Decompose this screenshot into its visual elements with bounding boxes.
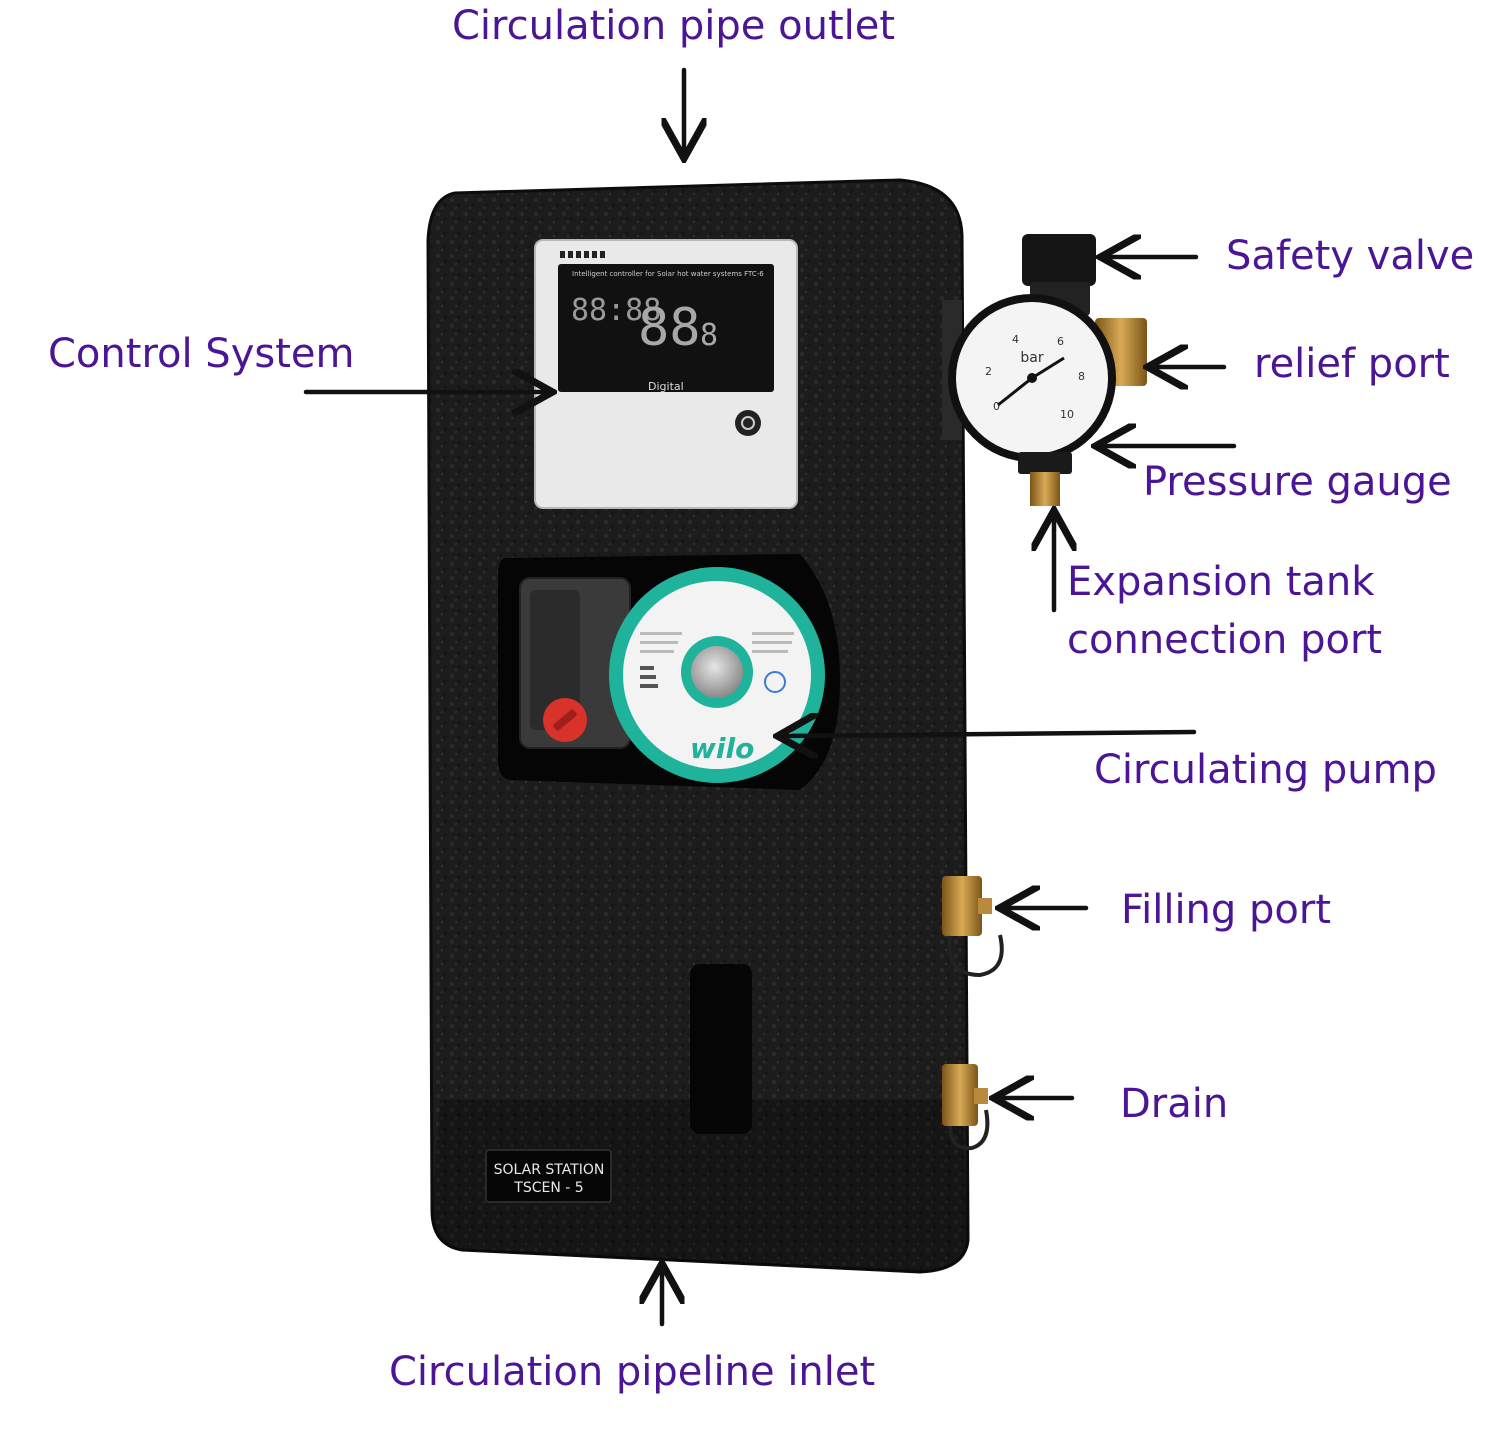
nameplate: SOLAR STATION TSCEN - 5 (485, 1149, 612, 1203)
label-pressure-gauge: Pressure gauge (1143, 459, 1452, 505)
label-expansion-tank-line1: Expansion tank (1067, 559, 1375, 605)
gauge-tick-6: 6 (1057, 335, 1064, 348)
pump-head: wilo (609, 567, 825, 783)
expansion-tank-fitting (1018, 452, 1072, 506)
pump-window: wilo (498, 554, 840, 790)
label-circulating-pump: Circulating pump (1094, 747, 1437, 793)
controller-digits-small: 88:88 (571, 293, 661, 328)
controller-led-strip (560, 251, 605, 258)
label-drain: Drain (1120, 1081, 1229, 1127)
gauge-tick-0: 0 (993, 400, 1000, 413)
filling-port-fitting (942, 876, 1004, 978)
pressure-gauge-dial: bar 0 2 4 6 8 10 (948, 294, 1116, 462)
controller-brand: Digital (648, 380, 684, 393)
pump-brand: wilo (690, 732, 754, 765)
label-relief-port: relief port (1254, 341, 1450, 387)
controller-digits-big: 88 (638, 298, 701, 358)
drain-fitting (942, 1064, 990, 1151)
controller-digit-single: 8 (700, 318, 718, 353)
label-filling-port: Filling port (1121, 887, 1331, 933)
gauge-tick-8: 8 (1078, 370, 1085, 383)
gauge-tick-10: 10 (1060, 408, 1074, 421)
lower-slot (690, 964, 752, 1134)
controller-unit: Intelligent controller for Solar hot wat… (534, 239, 798, 509)
controller-caption: Intelligent controller for Solar hot wat… (572, 270, 764, 278)
power-button-icon (735, 410, 761, 436)
gauge-unit: bar (1020, 350, 1043, 366)
arrow-pump (782, 732, 1197, 736)
label-expansion-tank: Expansion tank connection port (1067, 553, 1382, 669)
label-circulation-pipe-outlet: Circulation pipe outlet (452, 3, 896, 49)
valve-assembly: bar 0 2 4 6 8 10 (942, 234, 1147, 1151)
pump-speed-knob (543, 698, 587, 742)
nameplate-line1: SOLAR STATION (494, 1162, 605, 1178)
certification-mark-icon (764, 671, 786, 693)
gauge-tick-2: 2 (985, 365, 992, 378)
gauge-tick-4: 4 (1012, 333, 1019, 346)
label-control-system: Control System (48, 331, 355, 377)
label-safety-valve: Safety valve (1226, 233, 1475, 279)
nameplate-line2: TSCEN - 5 (513, 1180, 583, 1196)
gauge-needle (1031, 356, 1065, 380)
label-circulation-pipeline-inlet: Circulation pipeline inlet (389, 1349, 876, 1395)
pump-rating-label (640, 632, 794, 688)
label-expansion-tank-line2: connection port (1067, 617, 1383, 663)
